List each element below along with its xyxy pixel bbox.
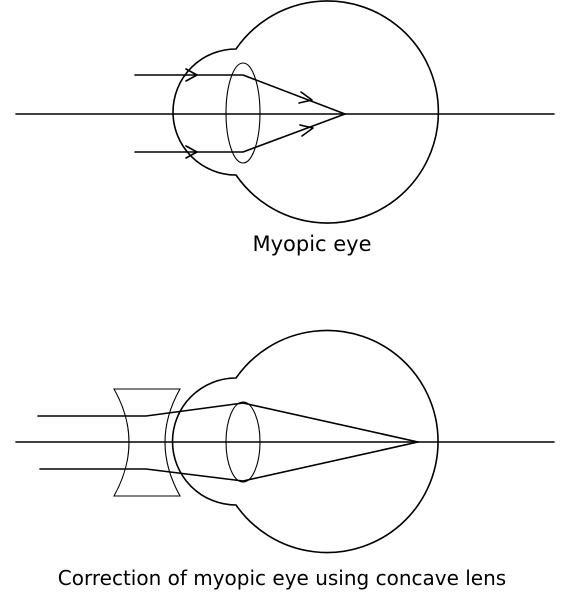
lower-ray-arrow-icon	[185, 145, 198, 159]
lower-light-ray	[134, 113, 346, 153]
corrected-eye-figure	[15, 329, 555, 554]
corrected-eye-lens	[225, 401, 261, 483]
corrected-upper-light-ray	[37, 402, 419, 443]
lower-converging-arrow-icon	[299, 124, 314, 137]
correction-caption: Correction of myopic eye using concave l…	[57, 566, 507, 590]
corrected-lower-light-ray	[39, 441, 419, 482]
upper-ray-arrow-icon	[185, 68, 198, 82]
myopic-eye-figure	[15, 0, 555, 224]
upper-light-ray	[134, 74, 346, 115]
eye-lens	[225, 62, 261, 164]
eyeball-outline	[172, 0, 440, 224]
upper-converging-arrow-icon	[298, 91, 313, 104]
concave-lens	[113, 388, 181, 497]
myopic-eye-caption: Myopic eye	[252, 232, 372, 256]
